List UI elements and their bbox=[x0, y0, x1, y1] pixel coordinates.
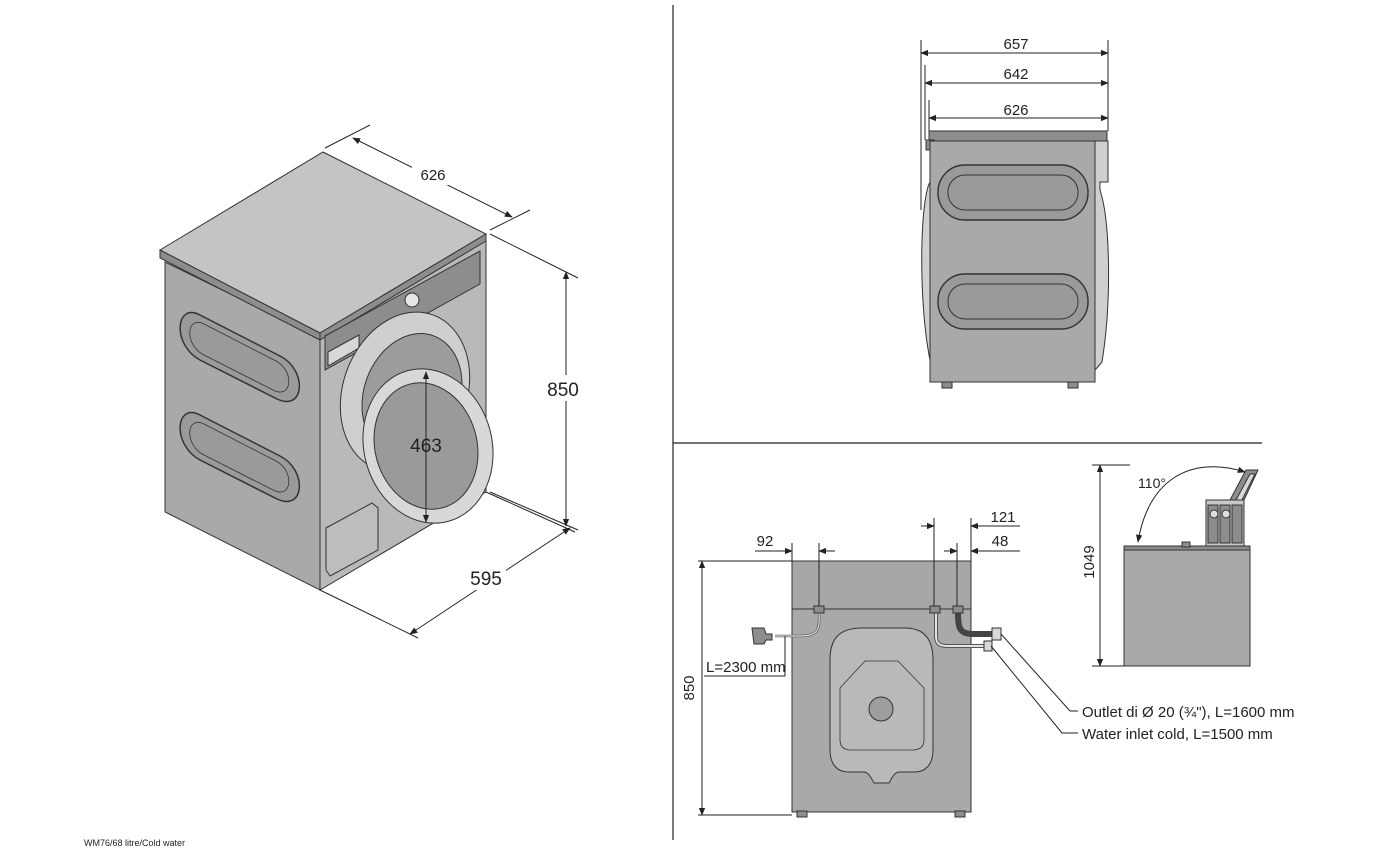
rear-back-panel-inner bbox=[839, 660, 925, 751]
outlet-leader-line bbox=[1000, 633, 1078, 712]
iso-side-panel-lower bbox=[179, 412, 301, 503]
side-panel-upper bbox=[937, 164, 1089, 221]
side-back-profile bbox=[921, 181, 931, 361]
lid-open-view bbox=[1092, 464, 1259, 667]
lid-view-body bbox=[1123, 547, 1251, 667]
dispenser-cap-1 bbox=[1209, 509, 1219, 519]
iso-width-label: 595 bbox=[470, 569, 502, 590]
iso-side-panel-upper-inner bbox=[189, 321, 290, 393]
iso-side-panel-lower-inner bbox=[189, 421, 290, 493]
rear-top-band bbox=[791, 560, 972, 610]
rear-view bbox=[698, 518, 1078, 818]
isometric-view bbox=[158, 124, 579, 639]
side-view bbox=[920, 40, 1110, 389]
iso-side-panel-upper bbox=[179, 312, 301, 403]
rear-outlet-hose bbox=[955, 611, 995, 637]
iso-depth-label: 626 bbox=[420, 167, 445, 184]
outlet-hose-connector bbox=[991, 627, 1002, 641]
side-dim-626-label: 626 bbox=[1003, 102, 1028, 119]
rear-cable-exit bbox=[813, 605, 825, 614]
rear-dim-121-label: 121 bbox=[990, 509, 1015, 526]
side-dim-642-label: 642 bbox=[1003, 66, 1028, 83]
iso-program-knob bbox=[404, 292, 420, 308]
rear-foot-right bbox=[954, 810, 966, 818]
lid-view-hinge bbox=[1181, 541, 1191, 548]
iso-service-hatch bbox=[325, 502, 379, 577]
lid-angle-label: 110° bbox=[1138, 475, 1166, 491]
iso-height-label: 850 bbox=[547, 380, 579, 401]
side-foot-right bbox=[1067, 381, 1079, 389]
inlet-hose-label: Water inlet cold, L=1500 mm bbox=[1082, 726, 1273, 743]
side-panel-upper-inner bbox=[947, 174, 1079, 211]
rear-drum-hub bbox=[868, 696, 894, 722]
inlet-leader-line bbox=[990, 645, 1078, 734]
side-panel-lower bbox=[937, 273, 1089, 330]
side-dim-657-label: 657 bbox=[1003, 36, 1028, 53]
rear-inlet-valve bbox=[929, 605, 941, 614]
dispenser-cap-2 bbox=[1221, 509, 1231, 519]
rear-outlet-valve bbox=[952, 605, 964, 614]
rear-dim-48-label: 48 bbox=[992, 533, 1009, 550]
lid-height-label: 1049 bbox=[1081, 545, 1098, 578]
side-door-profile bbox=[1094, 140, 1110, 372]
iso-door-label: 463 bbox=[410, 436, 442, 457]
side-top-lid bbox=[928, 130, 1108, 142]
cable-length-label: L=2300 mm bbox=[706, 659, 786, 676]
inlet-hose-connector bbox=[983, 640, 993, 652]
footer-caption: WM76/68 litre/Cold water bbox=[84, 838, 185, 848]
side-foot-left bbox=[941, 381, 953, 389]
side-panel-lower-inner bbox=[947, 283, 1079, 320]
outlet-hose-label: Outlet di Ø 20 (¾"), L=1600 mm bbox=[1082, 704, 1295, 721]
dispenser-compartment-3 bbox=[1231, 504, 1243, 544]
rear-dim-92-label: 92 bbox=[757, 533, 774, 550]
iso-top-edge-front bbox=[319, 233, 487, 341]
power-plug-icon bbox=[751, 627, 773, 645]
rear-height-label: 850 bbox=[681, 675, 698, 700]
rear-foot-left bbox=[796, 810, 808, 818]
lid-angle-arc bbox=[1135, 466, 1246, 543]
